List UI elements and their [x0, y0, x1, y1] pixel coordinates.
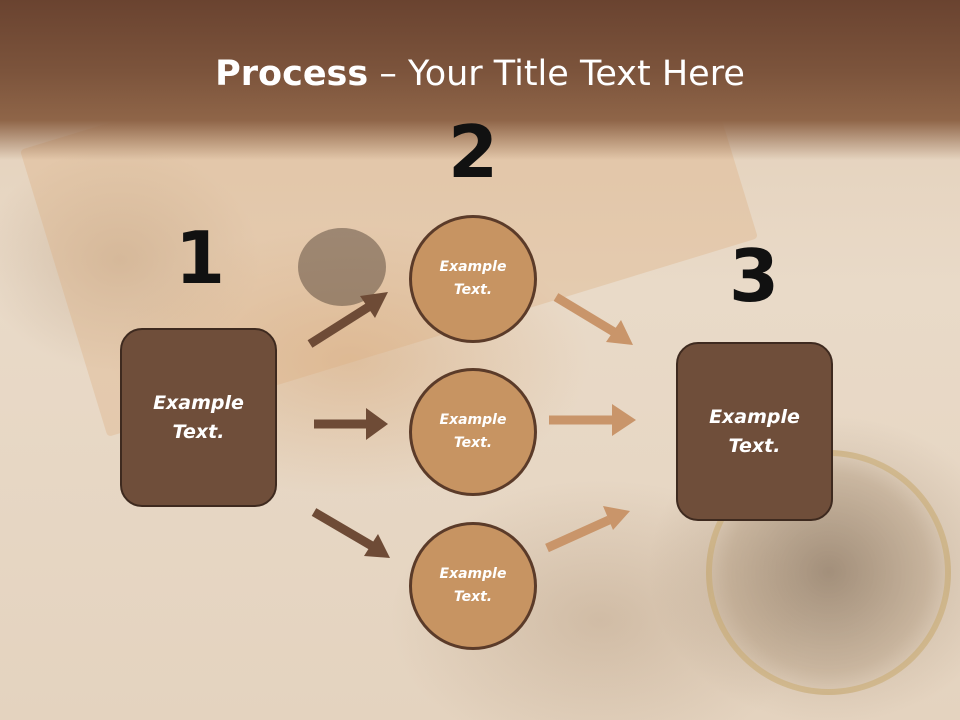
bottom-circle-label: Example Text. [439, 566, 507, 605]
slide-title[interactable]: Process – Your Title Text Here [0, 52, 960, 96]
right-box-label: Example Text. [709, 405, 800, 457]
top-process-circle[interactable]: Example Text. [409, 215, 537, 343]
right-process-box[interactable]: Example Text. [676, 342, 833, 521]
step-number-3[interactable]: 3 [729, 234, 780, 318]
step-number-2[interactable]: 2 [448, 110, 499, 194]
slide-title-bold: Process [215, 54, 369, 94]
arrow-left-to-bottom[interactable] [311, 508, 390, 558]
top-circle-label: Example Text. [439, 259, 507, 298]
step-number-1[interactable]: 1 [175, 216, 226, 300]
middle-process-circle[interactable]: Example Text. [409, 368, 537, 496]
slide-title-rest: – Your Title Text Here [368, 54, 745, 94]
arrow-left-to-middle[interactable] [314, 408, 388, 440]
middle-circle-label: Example Text. [439, 412, 507, 451]
title-band [0, 0, 960, 160]
bottom-process-circle[interactable]: Example Text. [409, 522, 537, 650]
arrow-bottom-to-right[interactable] [545, 506, 630, 553]
left-process-box[interactable]: Example Text. [120, 328, 277, 507]
arrow-top-to-right[interactable] [553, 293, 633, 345]
arrow-left-to-top[interactable] [307, 292, 388, 348]
background-wax-seal [298, 228, 386, 306]
left-box-label: Example Text. [153, 391, 244, 443]
arrow-middle-to-right[interactable] [549, 404, 636, 436]
